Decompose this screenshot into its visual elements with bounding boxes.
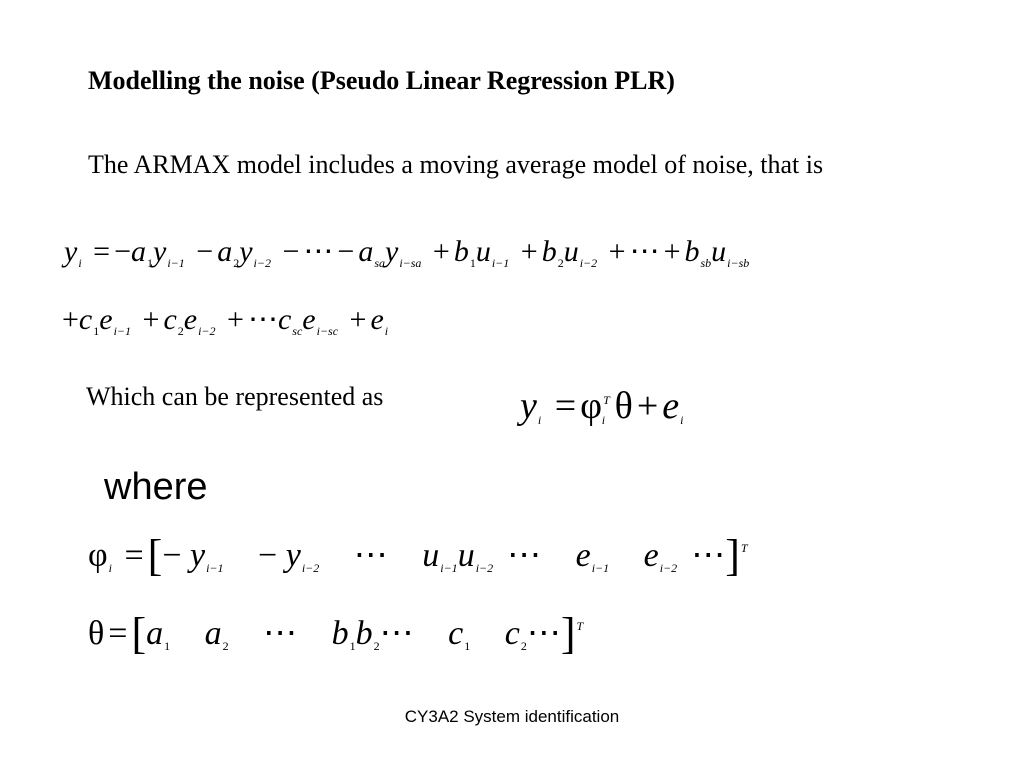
phi-vector-equation: φi =[− yi−1 − yi−2 ⋯ ui−1ui−2⋯ ei−1 ei−2…	[88, 531, 748, 580]
intro-text: The ARMAX model includes a moving averag…	[88, 150, 824, 179]
armax-equation-line-1: yi =−a1yi−1 −a2yi−2 −⋯−asayi−sa +b1ui−1 …	[64, 235, 750, 270]
slide-footer: CY3A2 System identification	[404, 707, 620, 726]
slide-title: Modelling the noise (Pseudo Linear Regre…	[88, 66, 675, 95]
representation-text: Which can be represented as	[86, 382, 384, 411]
where-label: where	[104, 466, 208, 508]
theta-vector-equation: θ=[a1 a2 ⋯ b1b2⋯ c1 c2⋯]T	[88, 609, 584, 658]
armax-equation-line-2: +c1ei−1 +c2ei−2 +⋯cscei−sc +ei	[62, 303, 389, 338]
regression-equation: yi =φTi θ+ei	[520, 385, 684, 427]
